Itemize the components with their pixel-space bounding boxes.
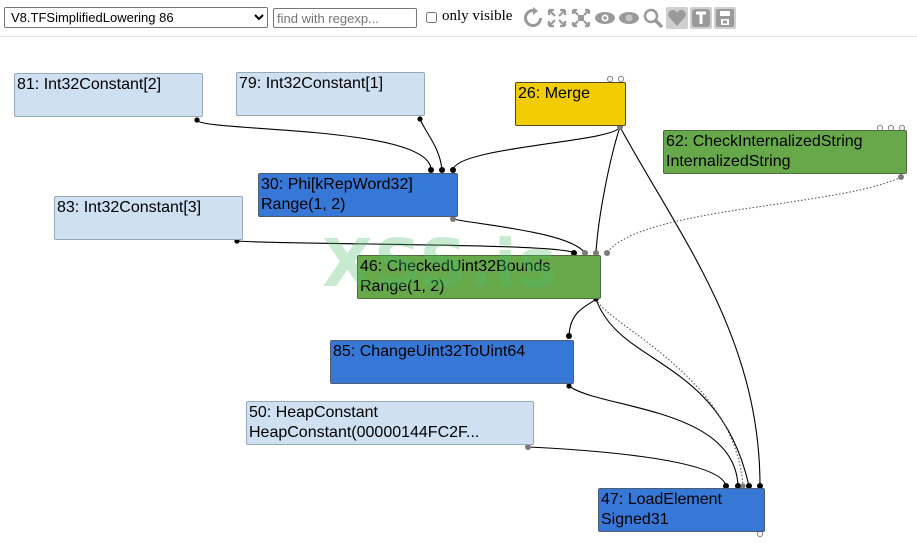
toggle-cache-icon[interactable] [714, 7, 736, 29]
node-62-checkinternalizedstring[interactable]: 62: CheckInternalizedString Internalized… [663, 130, 907, 174]
node-type: InternalizedString [666, 153, 791, 170]
show-all-icon[interactable] [546, 7, 568, 29]
edge-79-30 [419, 118, 443, 171]
node-label: 79: Int32Constant[1] [239, 75, 384, 92]
node-30-phi[interactable]: 30: Phi[kRepWord32] Range(1, 2) [258, 173, 458, 217]
phase-select[interactable]: V8.TFSimplifiedLowering 86 [4, 7, 268, 28]
toggle-types-icon[interactable] [666, 7, 688, 29]
node-label: 81: Int32Constant[2] [17, 76, 162, 93]
node-26-merge[interactable]: 26: Merge [515, 82, 626, 126]
node-81-int32constant[interactable]: 81: Int32Constant[2] [14, 73, 203, 117]
only-visible-checkbox[interactable] [426, 12, 437, 23]
node-47-loadelement[interactable]: 47: LoadElement Signed31 [598, 488, 765, 532]
toggle-type-text-icon[interactable] [690, 7, 712, 29]
zoom-selection-icon[interactable] [642, 7, 664, 29]
node-label: 62: CheckInternalizedString [666, 133, 863, 150]
node-83-int32constant[interactable]: 83: Int32Constant[3] [54, 196, 243, 240]
graph-canvas[interactable]: 81: Int32Constant[2] 79: Int32Constant[1… [0, 37, 917, 556]
node-label: 30: Phi[kRepWord32] [261, 176, 413, 193]
edge-46-47-effect [595, 298, 744, 487]
node-label: 26: Merge [518, 85, 591, 102]
edge-30-46 [452, 218, 586, 254]
search-input[interactable] [273, 8, 417, 28]
edge-26-30 [452, 126, 621, 171]
node-label: 47: LoadElement [601, 491, 722, 508]
graph-edges [194, 75, 906, 538]
node-label: 83: Int32Constant[3] [57, 199, 202, 216]
hide-selected-icon[interactable] [618, 7, 640, 29]
node-85-changeuint32touint64[interactable]: 85: ChangeUint32ToUint64 [330, 340, 574, 384]
edge-81-30 [196, 119, 432, 171]
node-50-heapconstant[interactable]: 50: HeapConstant HeapConstant(00000144FC… [246, 401, 534, 445]
node-label: 85: ChangeUint32ToUint64 [333, 343, 526, 360]
node-label: 46: CheckedUint32Bounds [360, 258, 551, 275]
edge-83-46 [236, 240, 575, 254]
toolbar: V8.TFSimplifiedLowering 86 only visible [0, 0, 917, 37]
node-type: Range(1, 2) [360, 278, 445, 295]
node-type: Signed31 [601, 511, 669, 528]
edge-26-46 [595, 126, 621, 254]
edge-85-47 [568, 385, 739, 487]
edge-46-85 [568, 298, 597, 337]
node-79-int32constant[interactable]: 79: Int32Constant[1] [236, 72, 425, 116]
edge-26-47 [619, 126, 761, 487]
node-type: HeapConstant(00000144FC2F... [249, 424, 480, 441]
node-46-checkeduint32bounds[interactable]: 46: CheckedUint32Bounds Range(1, 2) [357, 255, 601, 299]
node-label: 50: HeapConstant [249, 404, 378, 421]
layout-icon[interactable] [522, 7, 544, 29]
edge-50-47 [527, 446, 727, 487]
toggle-hide-icon[interactable] [570, 7, 592, 29]
node-type: Range(1, 2) [261, 196, 346, 213]
only-visible-label: only visible [442, 8, 513, 24]
hide-unselected-icon[interactable] [594, 7, 616, 29]
edge-62-46-effect [606, 176, 902, 254]
edge-46-47 [595, 298, 750, 487]
